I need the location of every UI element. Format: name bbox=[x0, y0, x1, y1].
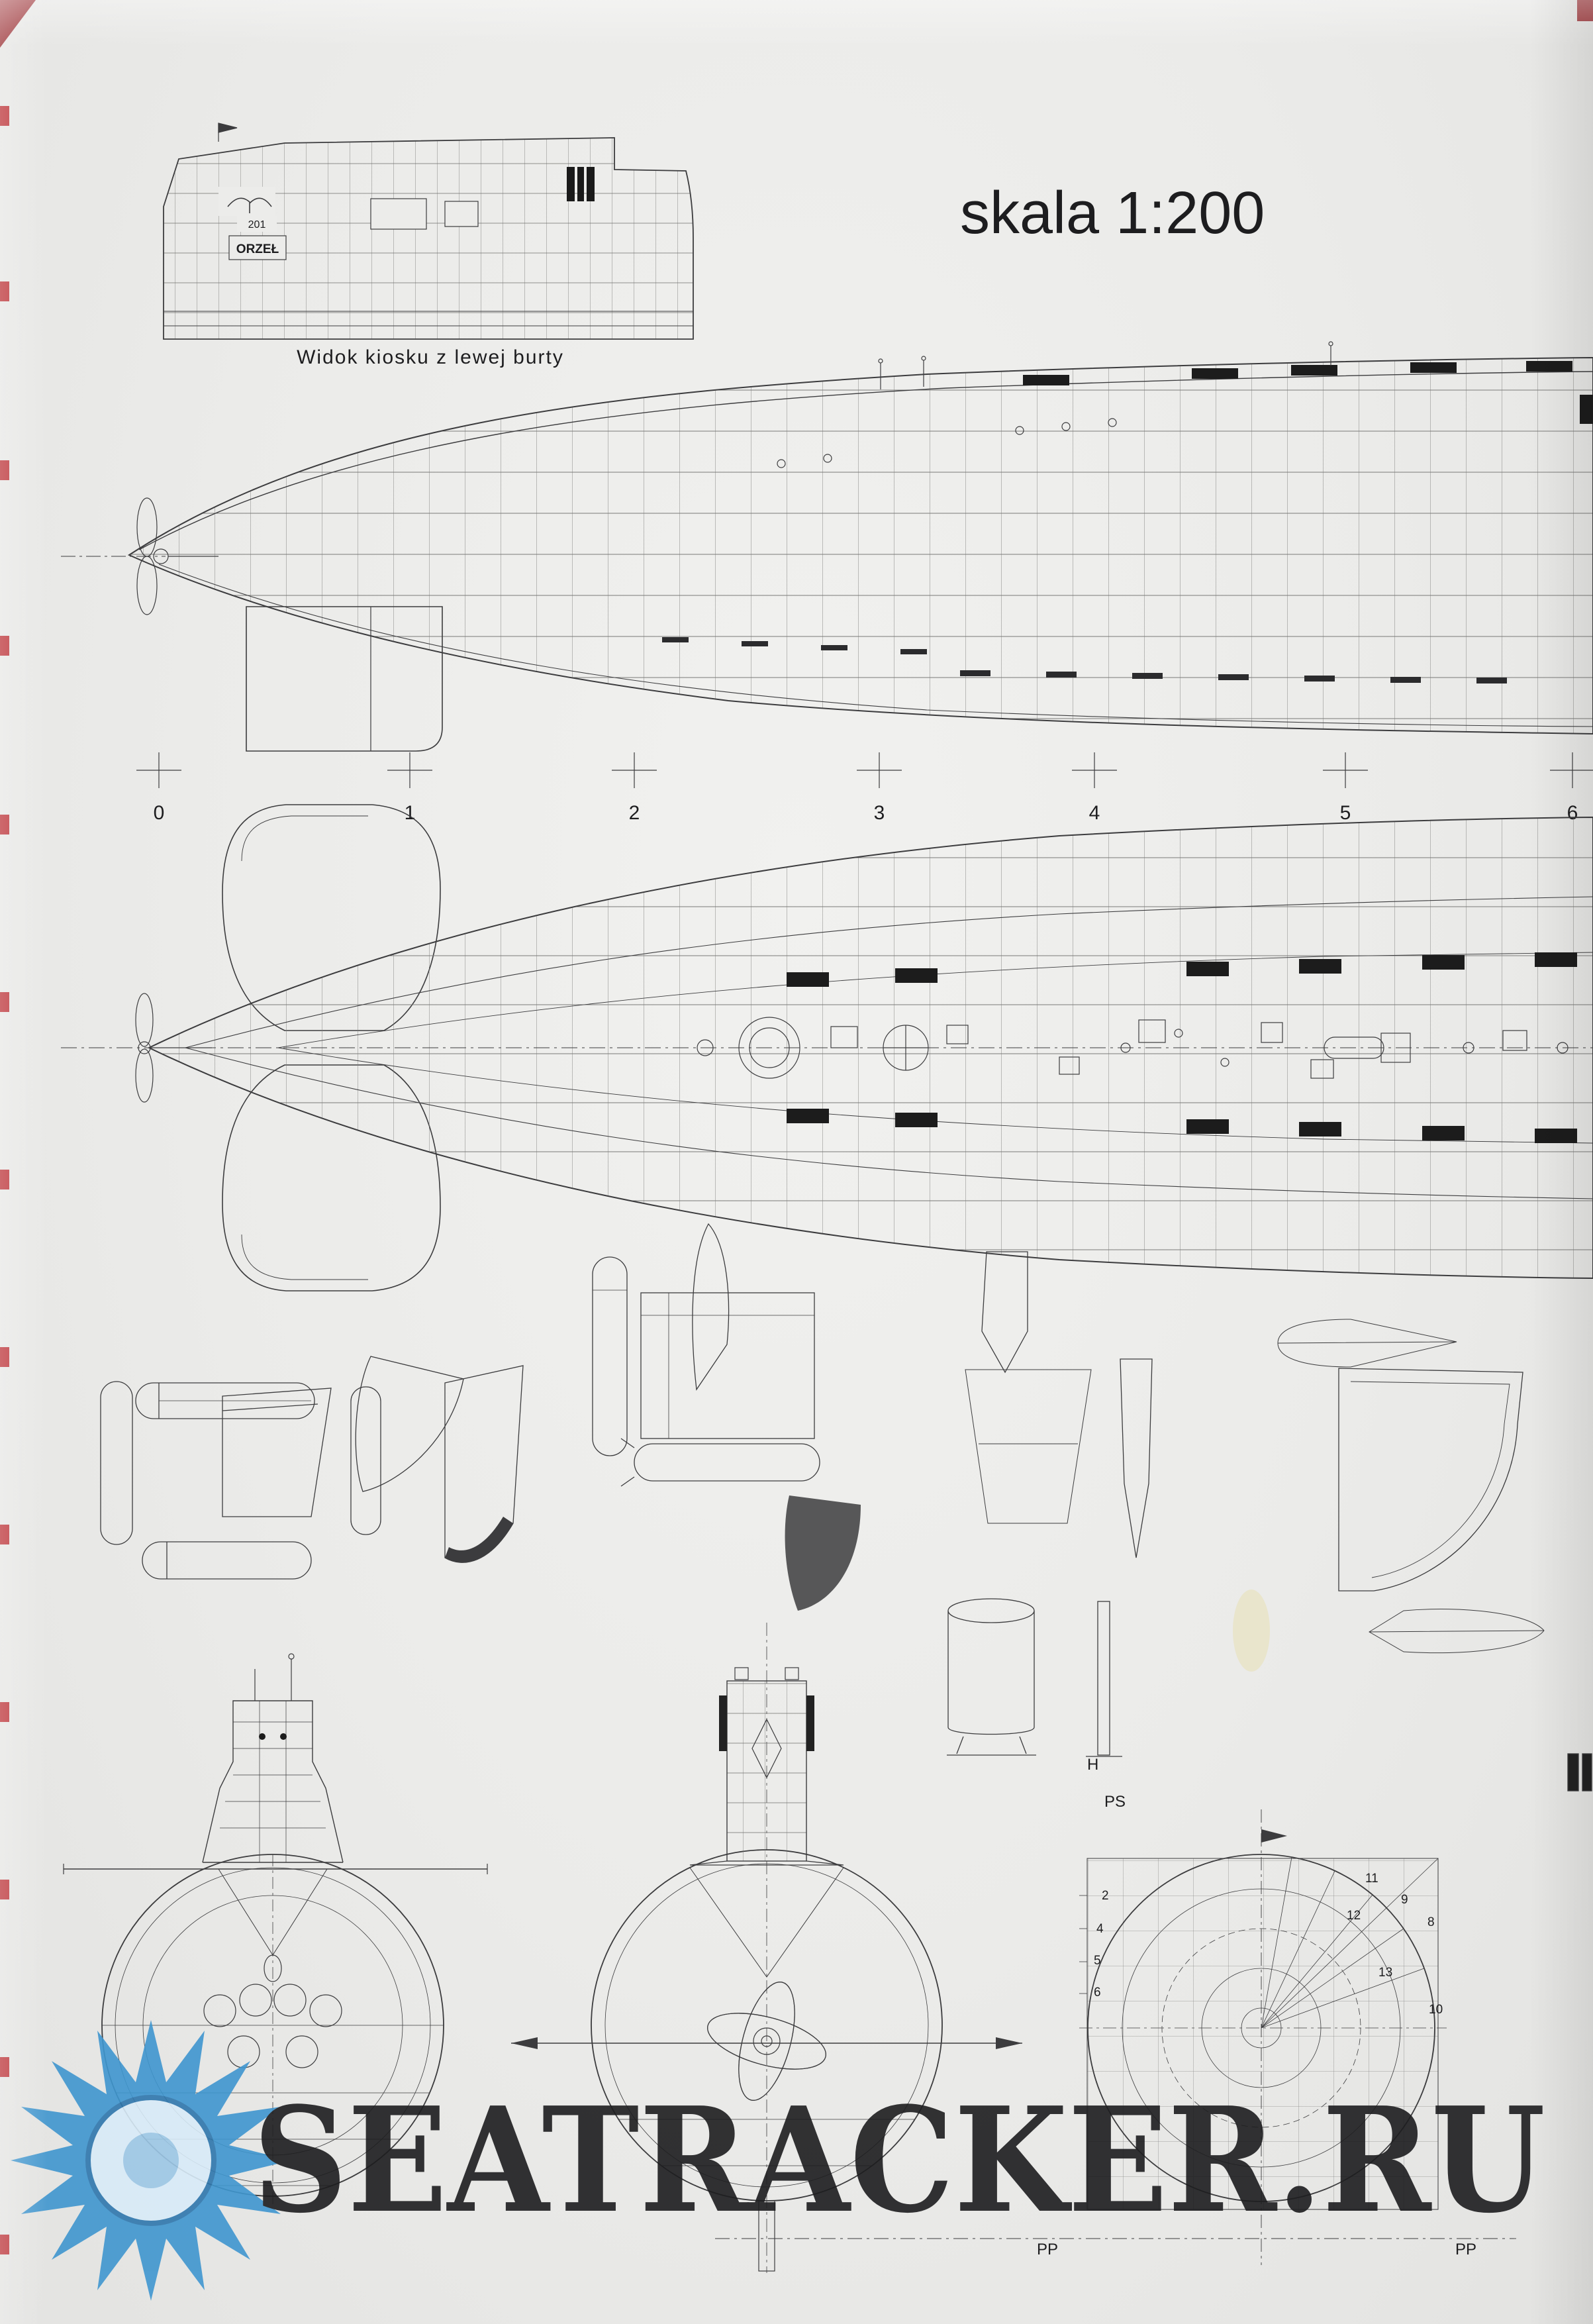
scale-label: skala 1:200 bbox=[960, 180, 1265, 246]
station-scale: 0 1 2 3 4 5 6 bbox=[136, 752, 1593, 824]
station-label-1: 1 bbox=[405, 802, 416, 824]
pp-label-left: PP bbox=[1037, 2241, 1058, 2258]
eagle-emblem bbox=[227, 197, 272, 213]
station-label-4: 4 bbox=[1089, 802, 1100, 824]
conning-tower-side-view: 201 ORZEŁ Widok kiosku z lewej burty bbox=[163, 123, 694, 368]
frame-number-0: 2 bbox=[1102, 1889, 1109, 1903]
watermark: SEATRACKER.RU bbox=[11, 2020, 1545, 2301]
top-plan-view bbox=[61, 804, 1593, 1291]
frame-number-1: 4 bbox=[1096, 1922, 1104, 1936]
boat-number-label: 201 bbox=[248, 219, 266, 230]
frame-number-5: 9 bbox=[1401, 1893, 1408, 1907]
frame-number-7: 8 bbox=[1427, 1915, 1435, 1929]
hull-side-outline bbox=[127, 356, 1593, 735]
paper-stain bbox=[1233, 1590, 1270, 1672]
station-label-5: 5 bbox=[1340, 802, 1351, 824]
watermark-text: SEATRACKER.RU bbox=[253, 2076, 1545, 2245]
station-label-3: 3 bbox=[874, 802, 885, 824]
station-label-2: 2 bbox=[629, 802, 640, 824]
registration-marks bbox=[0, 0, 1593, 2254]
frame-number-9: 10 bbox=[1429, 2003, 1443, 2017]
h-label: H bbox=[1087, 1756, 1098, 1774]
propeller-front bbox=[707, 1982, 826, 2101]
frame-number-2: 5 bbox=[1094, 1954, 1101, 1968]
station-label-0: 0 bbox=[154, 802, 165, 824]
frame-number-4: 11 bbox=[1365, 1872, 1378, 1886]
frame-number-3: 6 bbox=[1094, 1986, 1101, 1999]
frame-number-6: 12 bbox=[1347, 1909, 1361, 1923]
pp-label-right: PP bbox=[1455, 2241, 1476, 2258]
ps-label: PS bbox=[1104, 1793, 1126, 1811]
bow-section-view-left bbox=[63, 1653, 488, 2205]
frame-number-8: 13 bbox=[1378, 1966, 1392, 1980]
detail-parts: H bbox=[100, 1223, 1592, 1792]
bow-section-view-middle bbox=[511, 1623, 1022, 2273]
side-elevation-view bbox=[61, 341, 1593, 752]
deck-hatches bbox=[787, 952, 1577, 1143]
body-plan-section-view: 2 4 5 6 11 9 12 8 13 10 PS bbox=[1079, 1793, 1447, 2265]
conning-tower-caption: Widok kiosku z lewej burty bbox=[297, 346, 564, 368]
boat-name-label: ORZEŁ bbox=[236, 242, 279, 256]
baseline-labels: PP PP bbox=[715, 2238, 1516, 2258]
